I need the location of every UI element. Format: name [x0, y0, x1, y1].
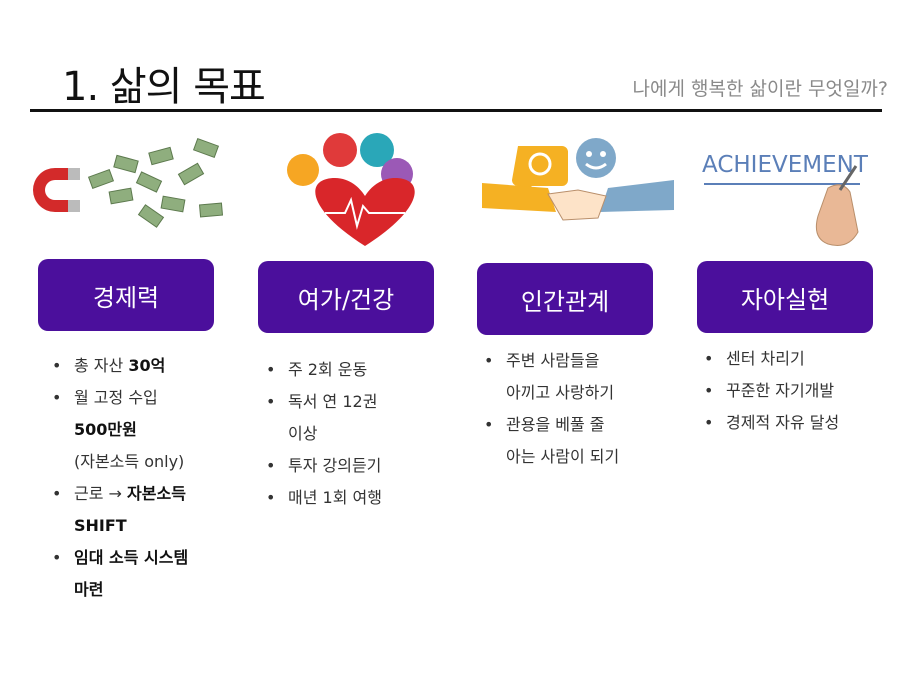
goal-relationships-label: 인간관계	[520, 287, 610, 316]
list-item: 경제적 자유 달성	[704, 407, 884, 439]
list-item: 꾸준한 자기개발	[704, 375, 884, 407]
list-item: 아끼고 사랑하기	[506, 383, 615, 402]
list-item: 마련	[74, 580, 104, 599]
list-item: 월 고정 수입	[52, 382, 232, 414]
title-divider	[30, 109, 882, 112]
list-item: 근로 → 자본소득	[52, 478, 232, 510]
heart-health-icon	[287, 133, 415, 246]
list-item: 총 자산 30억	[52, 350, 232, 382]
list-item: 500만원	[74, 420, 137, 439]
list-item: 임대 소득 시스템	[52, 542, 232, 574]
list-item: SHIFT	[74, 516, 127, 535]
leisure-bullet-list: 주 2회 운동 독서 연 12권 이상 투자 강의듣기 매년 1회 여행	[266, 354, 446, 514]
self-actualization-bullet-list: 센터 차리기 꾸준한 자기개발 경제적 자유 달성	[704, 343, 884, 439]
goal-wealth-label: 경제력	[92, 283, 160, 312]
list-item: 투자 강의듣기	[266, 450, 446, 482]
list-item: (자본소득 only)	[74, 452, 185, 471]
goal-self-actualization-button[interactable]: 자아실현	[697, 261, 873, 333]
list-item: 센터 차리기	[704, 343, 884, 375]
goal-wealth-button[interactable]: 경제력	[38, 259, 214, 331]
goal-relationships-button[interactable]: 인간관계	[477, 263, 653, 335]
relationships-bullet-list: 주변 사람들을 아끼고 사랑하기 관용을 베풀 줄 아는 사람이 되기	[484, 345, 664, 473]
goal-leisure-label: 여가/건강	[297, 285, 395, 314]
list-item: 매년 1회 여행	[266, 482, 446, 514]
magnet-money-icon	[33, 137, 224, 228]
list-item: 독서 연 12권	[266, 386, 446, 418]
wealth-bullet-list: 총 자산 30억 월 고정 수입 500만원 (자본소득 only) 근로 → …	[52, 350, 232, 606]
goal-leisure-button[interactable]: 여가/건강	[258, 261, 434, 333]
list-item: 아는 사람이 되기	[506, 447, 620, 466]
goal-self-actualization-label: 자아실현	[740, 285, 830, 314]
achievement-icon: ACHIEVEMENT	[702, 152, 869, 246]
achievement-illustration-text: ACHIEVEMENT	[702, 152, 869, 178]
page-title: 1. 삶의 목표	[62, 64, 266, 110]
list-item: 주 2회 운동	[266, 354, 446, 386]
handshake-icon	[482, 138, 674, 221]
list-item: 이상	[288, 424, 318, 443]
list-item: 주변 사람들을	[484, 345, 664, 377]
list-item: 관용을 베풀 줄	[484, 409, 664, 441]
page-subtitle: 나에게 행복한 삶이란 무엇일까?	[632, 78, 888, 100]
